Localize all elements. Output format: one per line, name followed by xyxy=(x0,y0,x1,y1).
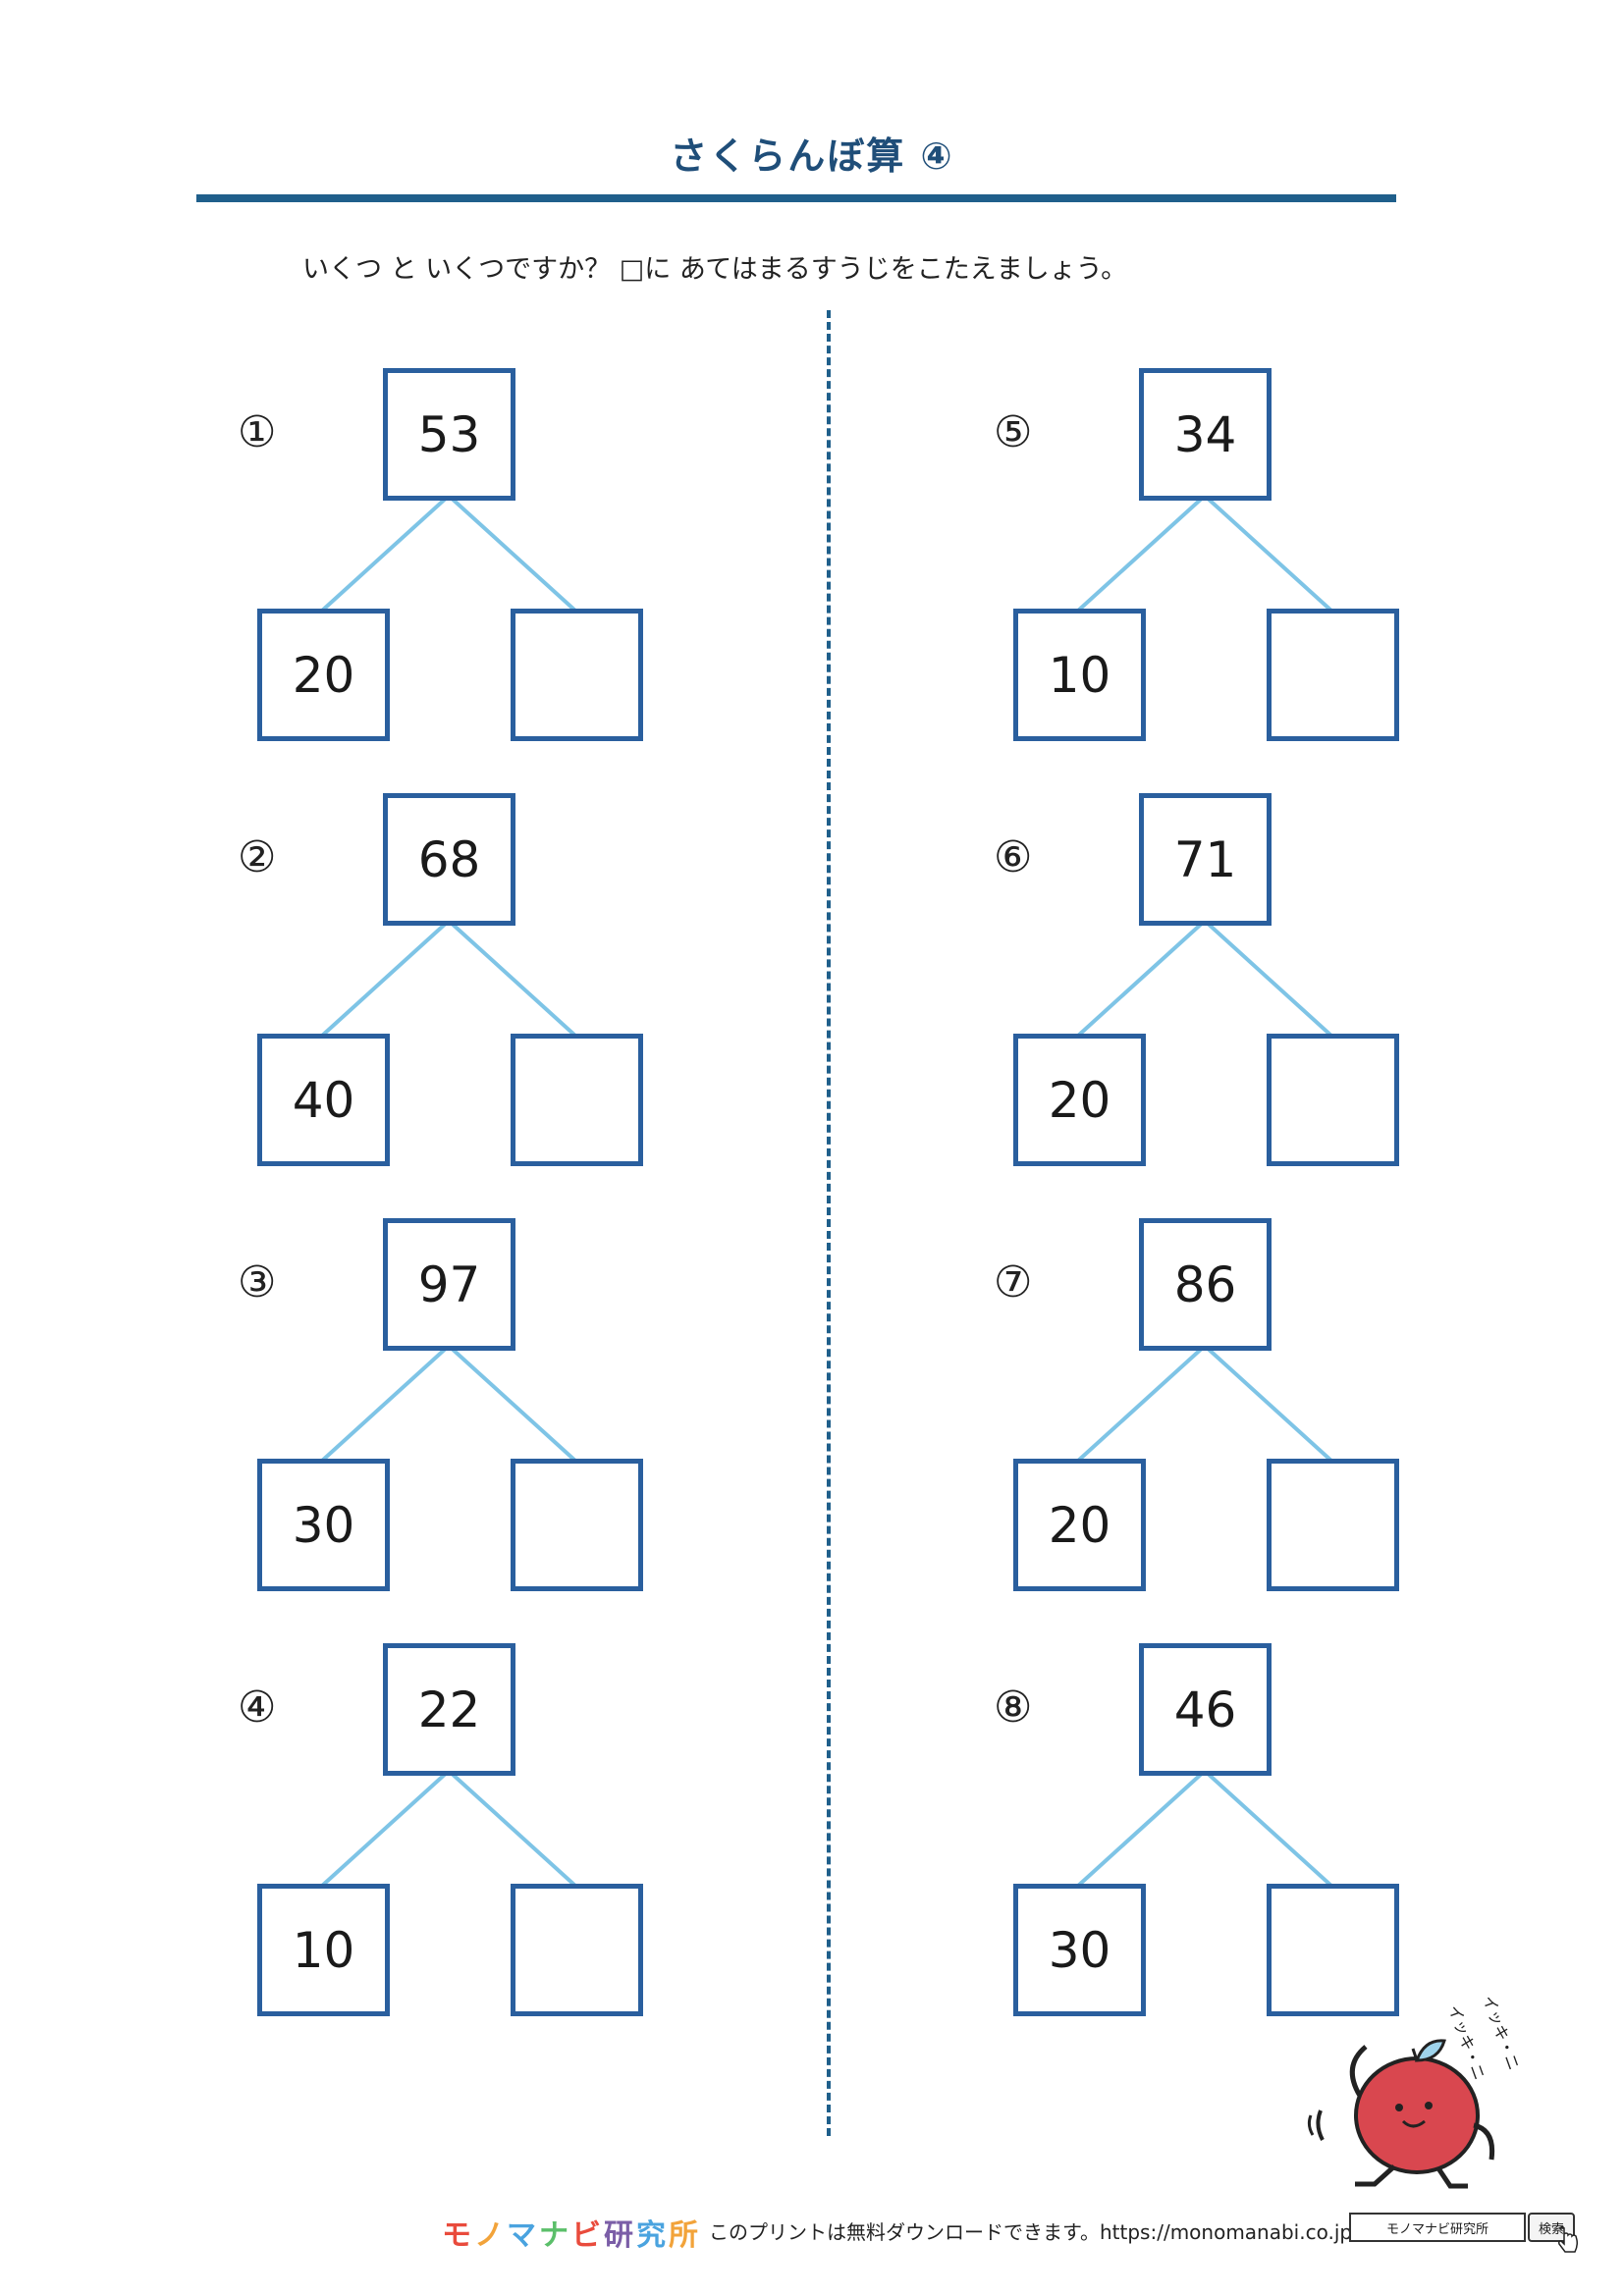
pointer-cursor-icon xyxy=(1558,2226,1578,2253)
title-rule xyxy=(196,194,1396,202)
given-box: 20 xyxy=(1013,1034,1146,1166)
logo-letter: ノ xyxy=(474,2218,507,2253)
given-box: 20 xyxy=(257,609,390,741)
problem-8: ⑧ 46 30 xyxy=(994,1643,1445,2026)
given-box: 20 xyxy=(1013,1459,1146,1591)
problem-6: ⑥ 71 20 xyxy=(994,793,1445,1176)
cherry-branch-lines xyxy=(1075,1344,1334,1464)
total-box: 34 xyxy=(1139,368,1272,501)
logo-letter: 所 xyxy=(669,2218,701,2253)
cherry-branch-lines xyxy=(1075,919,1334,1039)
mascot-shout-2: イッキ・ニ xyxy=(1479,1998,1523,2073)
given-box: 10 xyxy=(257,1884,390,2016)
logo-letter: マ xyxy=(507,2218,539,2253)
given-box: 30 xyxy=(1013,1884,1146,2016)
logo-letter: ビ xyxy=(571,2218,604,2253)
problem-number: ② xyxy=(238,832,277,882)
apple-mascot-icon: イッキ・ニ イッキ・ニ xyxy=(1307,1998,1523,2189)
footer-logo: モノマナビ研究所 xyxy=(442,2211,701,2254)
problem-number: ④ xyxy=(238,1682,277,1733)
total-box: 97 xyxy=(383,1218,515,1351)
given-box: 30 xyxy=(257,1459,390,1591)
cherry-branch-lines xyxy=(319,1769,578,1889)
answer-box[interactable] xyxy=(1267,609,1399,741)
answer-box[interactable] xyxy=(511,609,643,741)
answer-box[interactable] xyxy=(511,1034,643,1166)
problem-number: ① xyxy=(238,407,277,457)
problem-number: ⑥ xyxy=(994,832,1033,882)
cherry-branch-lines xyxy=(319,1344,578,1464)
answer-box[interactable] xyxy=(511,1459,643,1591)
cherry-branch-lines xyxy=(319,494,578,614)
search-input: モノマナビ研究所 xyxy=(1349,2213,1526,2242)
answer-box[interactable] xyxy=(511,1884,643,2016)
total-box: 86 xyxy=(1139,1218,1272,1351)
footer-note: このプリントは無料ダウンロードできます。https://monomanabi.c… xyxy=(709,2220,1353,2244)
answer-box[interactable] xyxy=(1267,1034,1399,1166)
given-box: 10 xyxy=(1013,609,1146,741)
cherry-branch-lines xyxy=(1075,494,1334,614)
problem-number: ③ xyxy=(238,1257,277,1308)
problem-3: ③ 97 30 xyxy=(238,1218,689,1601)
logo-letter: 研 xyxy=(604,2218,636,2253)
column-divider xyxy=(827,310,831,2136)
answer-box[interactable] xyxy=(1267,1884,1399,2016)
problem-7: ⑦ 86 20 xyxy=(994,1218,1445,1601)
problem-2: ② 68 40 xyxy=(238,793,689,1176)
total-box: 68 xyxy=(383,793,515,926)
total-box: 46 xyxy=(1139,1643,1272,1776)
problem-5: ⑤ 34 10 xyxy=(994,368,1445,751)
total-box: 71 xyxy=(1139,793,1272,926)
problem-1: ① 53 20 xyxy=(238,368,689,751)
problem-4: ④ 22 10 xyxy=(238,1643,689,2026)
logo-letter: ナ xyxy=(539,2218,571,2253)
worksheet-title: さくらんぼ算 ④ xyxy=(670,134,954,178)
total-box: 22 xyxy=(383,1643,515,1776)
total-box: 53 xyxy=(383,368,515,501)
answer-box[interactable] xyxy=(1267,1459,1399,1591)
cherry-branch-lines xyxy=(1075,1769,1334,1889)
instruction-text: いくつ と いくつですか？ □に あてはまるすうじをこたえましょう。 xyxy=(302,254,1128,285)
problem-number: ⑦ xyxy=(994,1257,1033,1308)
problem-number: ⑧ xyxy=(994,1682,1033,1733)
given-box: 40 xyxy=(257,1034,390,1166)
logo-letter: モ xyxy=(442,2218,474,2253)
cherry-branch-lines xyxy=(319,919,578,1039)
problem-number: ⑤ xyxy=(994,407,1033,457)
logo-letter: 究 xyxy=(636,2218,669,2253)
